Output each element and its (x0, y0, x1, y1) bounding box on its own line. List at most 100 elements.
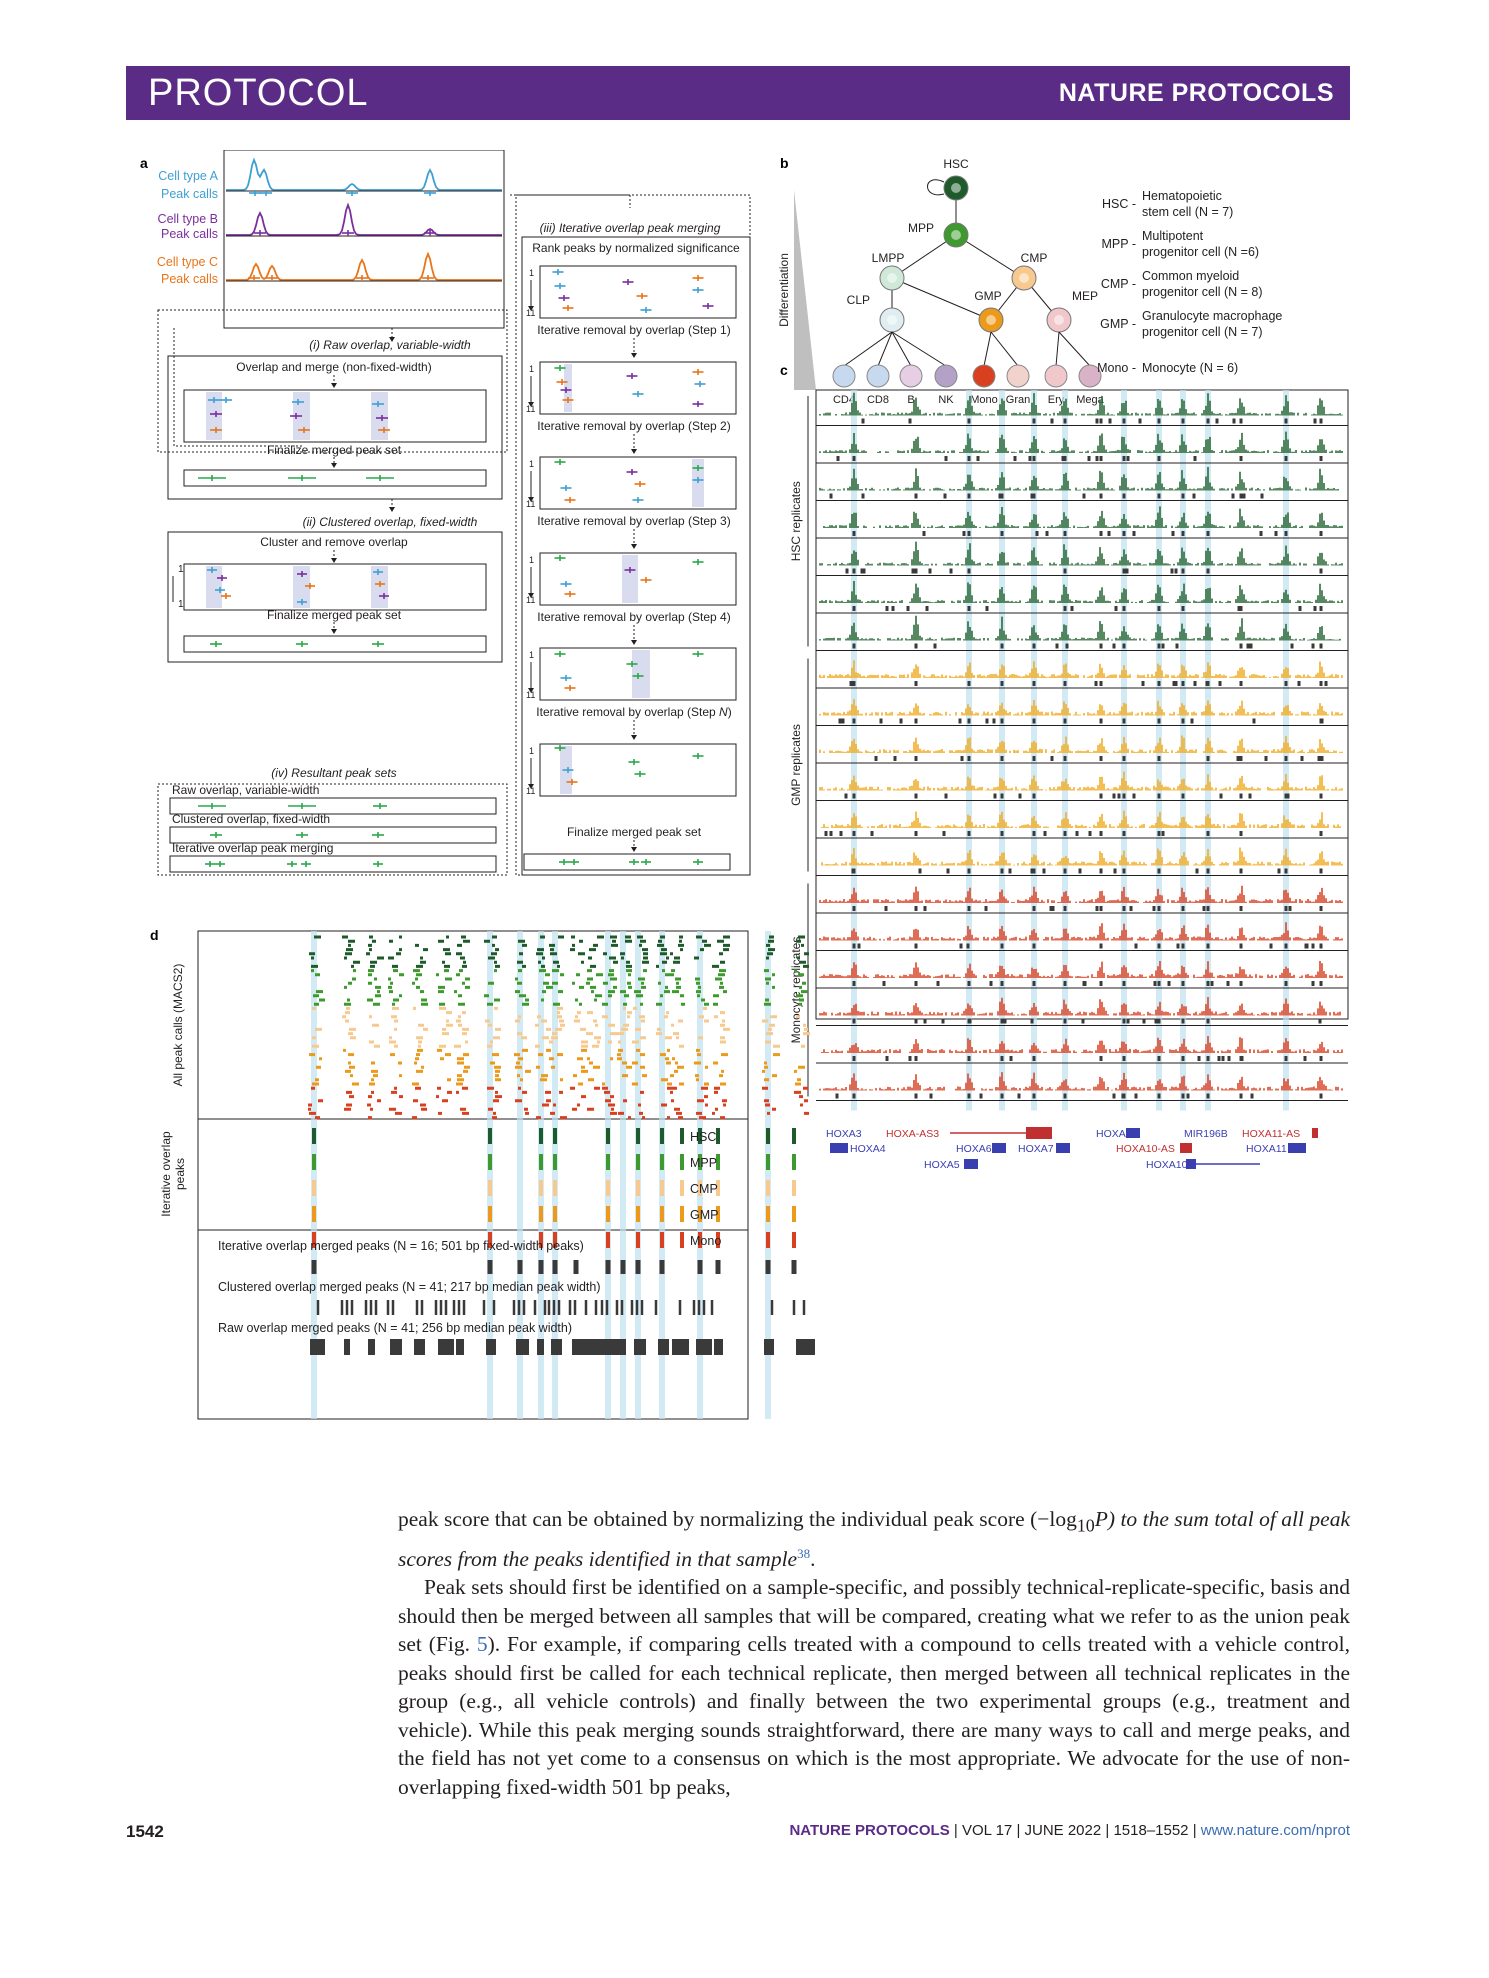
track-label: Peak calls (161, 187, 218, 201)
clustered-merged-peaks (316, 1300, 806, 1315)
peak-call-ticks (852, 1018, 1322, 1024)
self-renewal-arrow (927, 179, 945, 196)
raw-result-frame (183, 469, 487, 487)
peak-call-raster (311, 969, 808, 1006)
panel-d-frame (197, 930, 749, 1420)
iterative-peak (716, 1180, 720, 1196)
raw-box (167, 355, 503, 500)
iterative-peak (606, 1128, 610, 1144)
iterative-peak (553, 1128, 557, 1144)
gene-label: HOXA5 (924, 1159, 960, 1171)
cell-nucleus (951, 183, 961, 193)
peak-call-ticks (844, 793, 1323, 799)
journal-url-link[interactable]: www.nature.com/nprot (1200, 1822, 1350, 1839)
cell-nucleus (986, 315, 996, 325)
ylabel-iterative: Iterative overlap (159, 1131, 173, 1217)
result-label: Iterative overlap peak merging (172, 841, 333, 855)
track-label: Peak calls (161, 227, 218, 241)
coverage-track (819, 581, 1343, 603)
result-title: (iv) Resultant peak sets (271, 766, 396, 780)
rank-top: 1 (529, 746, 534, 756)
group-label: HSC replicates (789, 481, 803, 561)
iterative-peak (660, 1206, 664, 1222)
peak-call-ticks (835, 1093, 1323, 1099)
gene-label: HOXA10-AS (1116, 1143, 1175, 1155)
iterative-peak (539, 1128, 543, 1144)
coverage-track (819, 922, 1343, 941)
flow-arrow-head (631, 449, 637, 454)
iterative-peak (636, 1206, 640, 1222)
iter-step-frame (539, 743, 737, 797)
reference-38-link[interactable]: 38 (797, 1545, 811, 1561)
panel-c-label: c (780, 362, 788, 378)
iterative-peak (636, 1180, 640, 1196)
legend-line2: progenitor cell (N = 7) (1142, 325, 1263, 339)
coverage-track (819, 660, 1343, 678)
p1-end: . (810, 1546, 816, 1571)
figure-5-link[interactable]: 5 (476, 1632, 488, 1657)
lineage-edge (891, 331, 947, 367)
iter-title: (iii) Iterative overlap peak merging (540, 221, 721, 235)
rank-top: 1 (529, 268, 534, 278)
gene-exon (1056, 1143, 1070, 1153)
peak-highlight-band (1156, 390, 1162, 1111)
track-label: Cell type C (157, 255, 218, 269)
iter-step-label: Iterative removal by overlap (Step 2) (537, 419, 730, 433)
cluster-region (206, 566, 222, 608)
node-label: CLP (847, 293, 870, 307)
peak-highlight-band (1062, 390, 1068, 1111)
peak-highlight-band (605, 931, 611, 1419)
journal-name: NATURE PROTOCOLS (1058, 79, 1334, 107)
coverage-track (819, 615, 1341, 641)
iterative-peak (488, 1232, 492, 1248)
flow-arrow-head (631, 735, 637, 740)
peak-call-ticks (829, 493, 1264, 499)
peak-call-ticks (852, 906, 1323, 911)
iterative-peak (636, 1154, 640, 1170)
p1-text-b: P) to the sum total of all peak scores f… (398, 1507, 1350, 1571)
legend-swatch (680, 1154, 684, 1170)
node-label: LMPP (872, 251, 905, 265)
peak-highlight-band (966, 390, 972, 1111)
peak-call-ticks (852, 1056, 1323, 1061)
coverage-track (819, 431, 1343, 453)
caption-raw: Raw overlap merged peaks (N = 41; 256 bp… (218, 1321, 572, 1335)
p2-text-b: ). For example, if comparing cells treat… (398, 1632, 1350, 1799)
p1-subscript: 10 (1076, 1515, 1095, 1536)
mature-cell-label: Gran (1006, 394, 1030, 406)
flow-arrow-head (631, 847, 637, 852)
rank-top: 1 (529, 364, 534, 374)
peak-call-ticks (852, 943, 1323, 949)
iterative-peak (539, 1154, 543, 1170)
gene-label: HOXA4 (850, 1143, 886, 1155)
rank-arrow-head (528, 402, 534, 407)
overlap-region (206, 392, 222, 440)
peak-call-ticks (874, 756, 1324, 761)
coverage-track (821, 810, 1341, 828)
cell-nucleus (1054, 315, 1064, 325)
peak-highlight-band (635, 931, 641, 1419)
iterative-peak (660, 1232, 664, 1248)
legend-line1: Monocyte (N = 6) (1142, 361, 1238, 375)
rank-bottom: 11 (526, 690, 535, 700)
page-number: 1542 (126, 1822, 164, 1841)
cell-nucleus (887, 315, 897, 325)
iterative-peak (312, 1154, 316, 1170)
gene-label: HOXA11 (1246, 1143, 1287, 1155)
rank-bottom: 11 (526, 499, 535, 509)
p2-text-a: Peak sets should first be identified on … (398, 1575, 1350, 1657)
iterative-peak (553, 1154, 557, 1170)
peak-call-ticks (845, 568, 1323, 574)
lineage-edge (990, 331, 1019, 367)
iter-step-frame (539, 552, 737, 606)
mature-cell-label: Mono (970, 394, 998, 406)
iterative-peak (698, 1128, 702, 1144)
legend-line2: progenitor cell (N = 8) (1142, 285, 1263, 299)
iterative-peak (766, 1128, 770, 1144)
iterative-peak (698, 1232, 702, 1248)
gene-label: HOXA10 (1146, 1159, 1188, 1171)
iterative-peak (716, 1128, 720, 1144)
flow-arrow-head (631, 353, 637, 358)
peak-highlight-band (552, 931, 558, 1419)
body-text: peak score that can be obtained by norma… (398, 1505, 1350, 1801)
